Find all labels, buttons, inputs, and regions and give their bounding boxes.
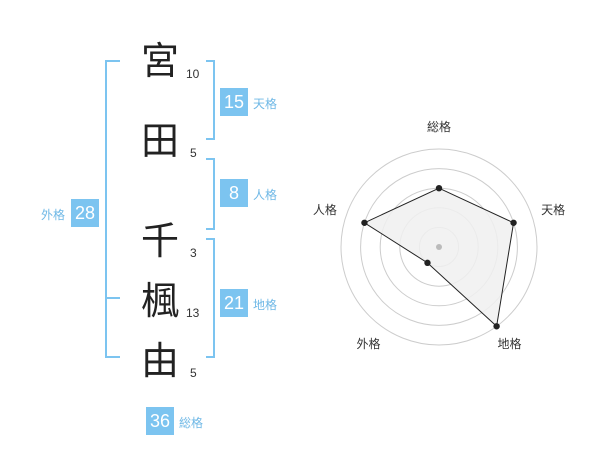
stroke-count-1: 10 <box>186 67 200 81</box>
bracket-tenkaku <box>206 60 215 140</box>
stroke-count-4: 13 <box>186 306 200 320</box>
jinkaku-label: 人格 <box>253 188 278 202</box>
stroke-count-2: 5 <box>190 146 197 160</box>
radar-axis-label-2: 天格 <box>541 202 565 217</box>
chikaku-label: 地格 <box>253 298 278 312</box>
stroke-count-3: 3 <box>190 246 197 260</box>
gaikaku-badge: 28 <box>71 199 99 227</box>
radar-polygon <box>363 187 515 328</box>
soukaku-badge: 36 <box>146 407 174 435</box>
jinkaku-badge: 8 <box>220 179 248 207</box>
radar-point-1 <box>435 185 443 192</box>
radar-center <box>436 244 442 250</box>
name-char-1: 宮 <box>141 39 180 83</box>
soukaku-label: 総格 <box>179 416 204 430</box>
tenkaku-label: 天格 <box>253 97 278 111</box>
radar-ring-4 <box>360 168 518 326</box>
radar-axis-label-1: 総格 <box>427 119 451 134</box>
radar-point-4 <box>424 259 431 267</box>
bracket-jinkaku <box>206 158 215 230</box>
name-char-5: 由 <box>141 339 180 383</box>
radar-axis-label-3: 地格 <box>498 336 522 351</box>
radar-point-5 <box>361 219 368 226</box>
radar-axis-label-5: 人格 <box>313 202 337 217</box>
bracket-gaikaku <box>105 60 120 358</box>
name-char-2: 田 <box>141 119 180 163</box>
name-char-3: 千 <box>141 219 180 263</box>
chikaku-badge: 21 <box>220 289 248 317</box>
tenkaku-badge: 15 <box>220 88 248 116</box>
radar-point-2 <box>510 219 517 226</box>
stroke-count-5: 5 <box>190 366 197 380</box>
bracket-chikaku <box>206 238 215 358</box>
gaikaku-label: 外格 <box>41 208 66 222</box>
radar-axis-label-4: 外格 <box>356 336 380 351</box>
radar-ring-5 <box>340 148 538 346</box>
name-char-4: 楓 <box>141 279 180 323</box>
radar-point-3 <box>493 323 500 330</box>
